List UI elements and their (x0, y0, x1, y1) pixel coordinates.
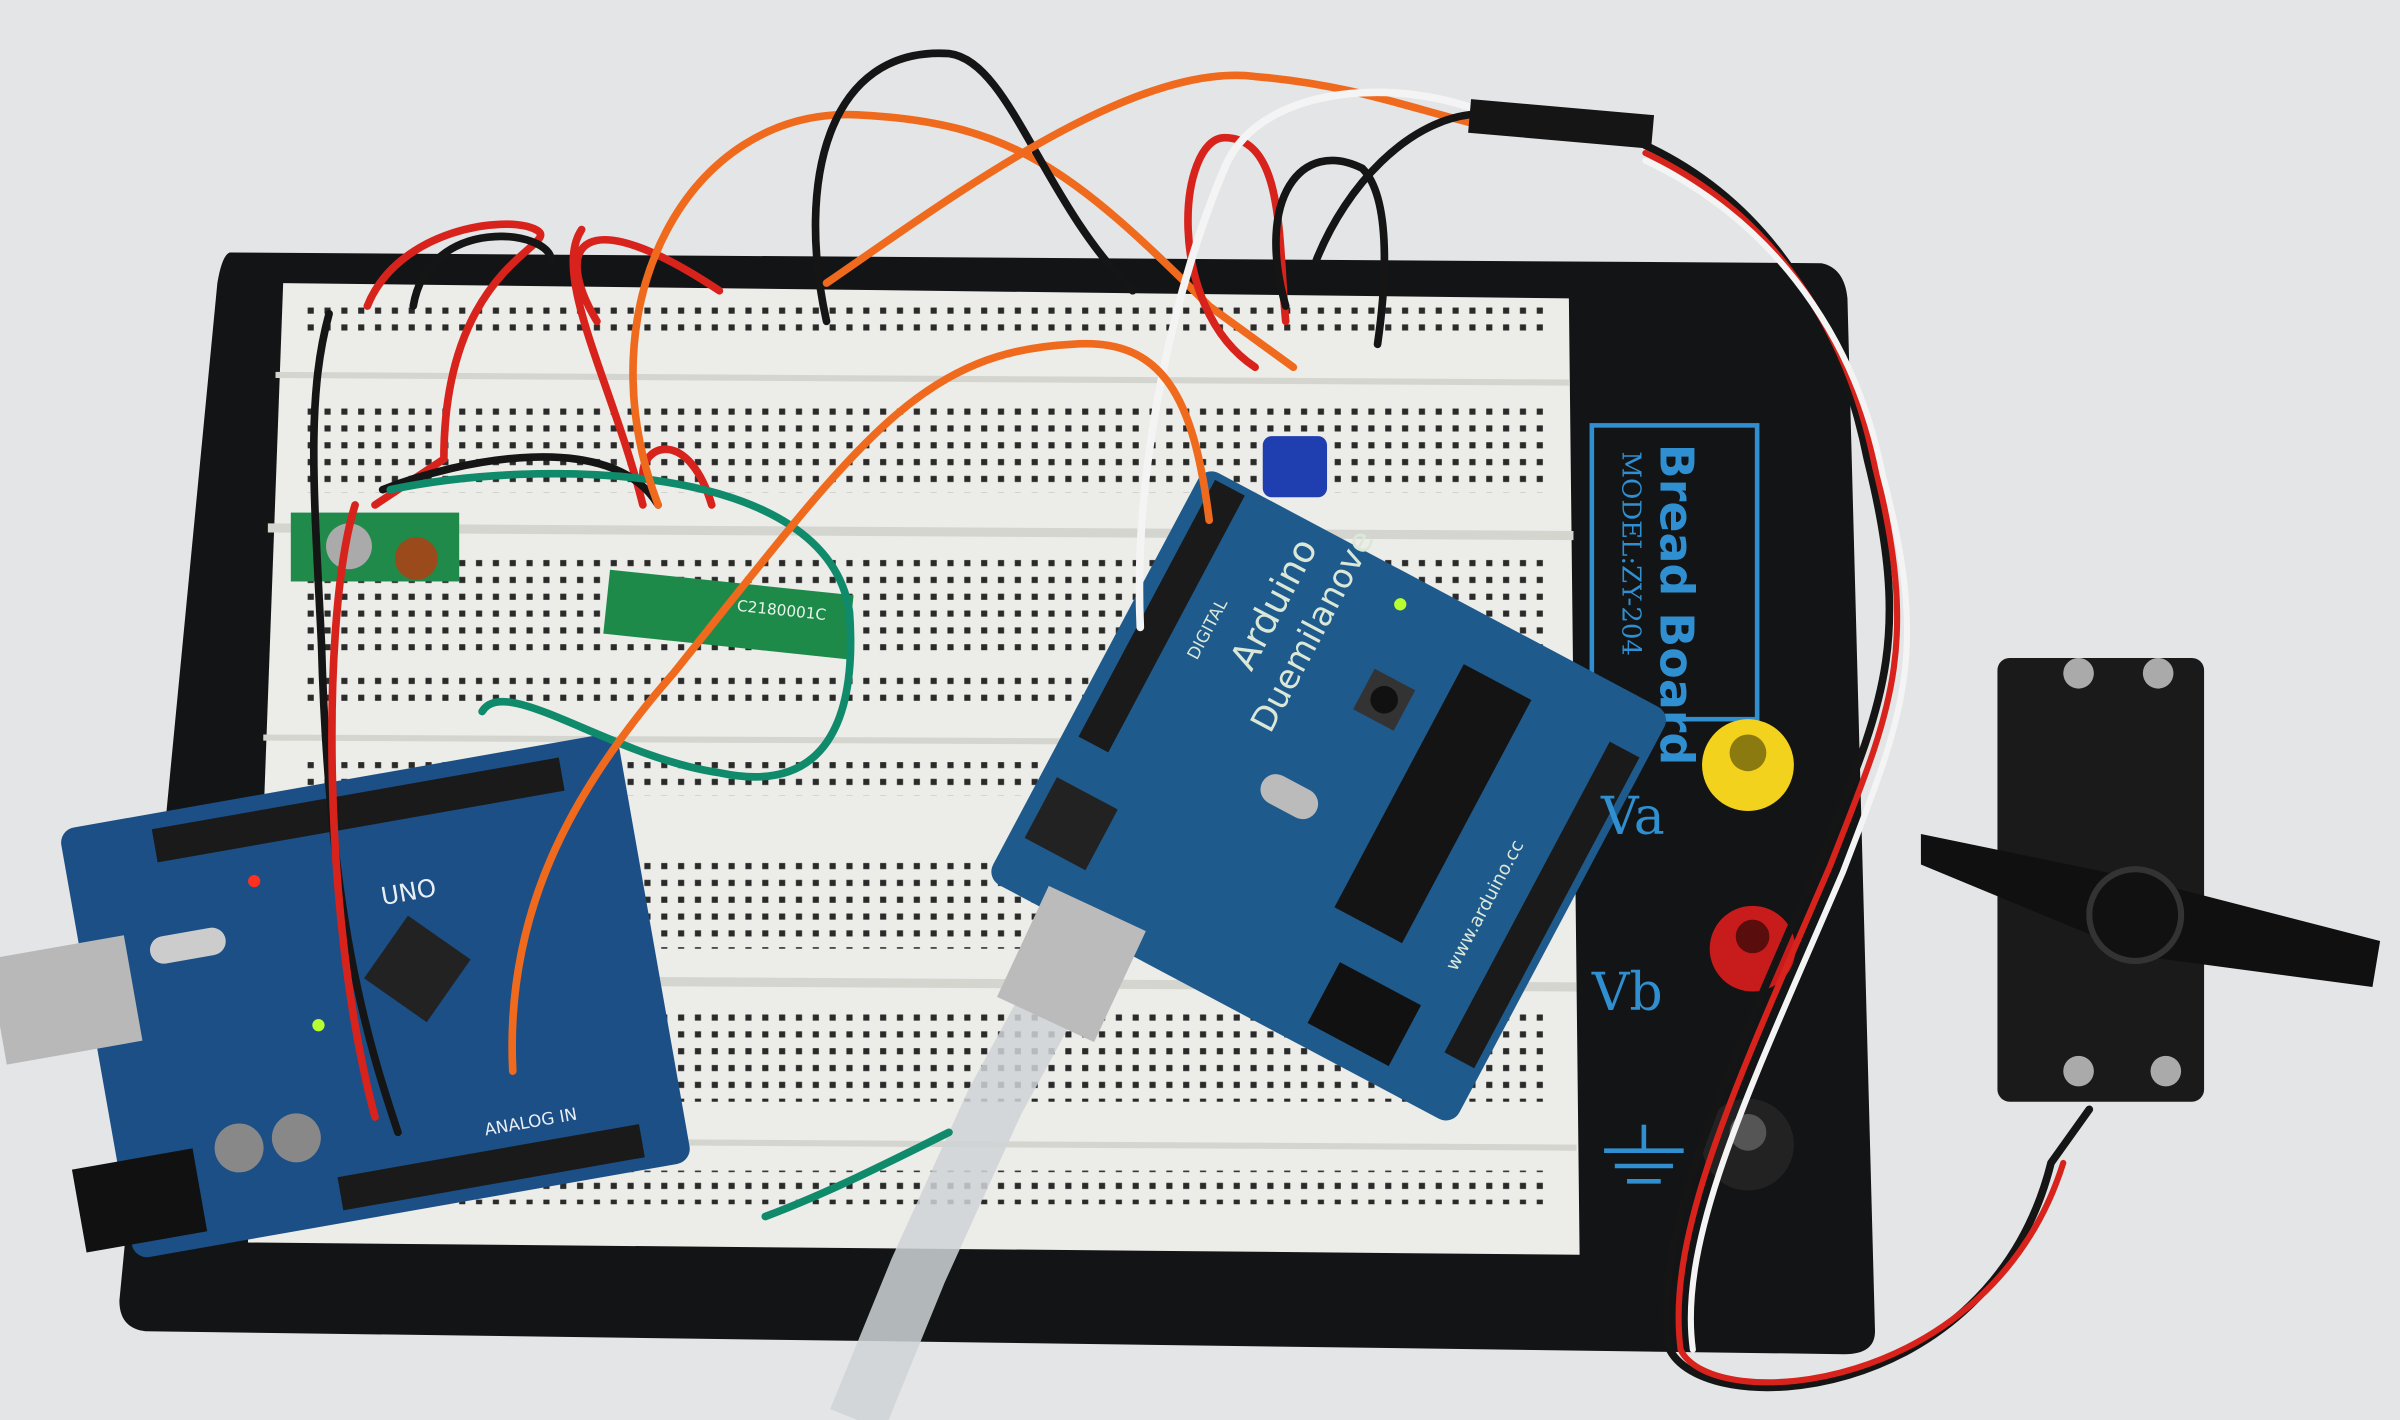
va-label: Va (1600, 787, 1665, 847)
rf-receiver-module: C2180001C (603, 569, 854, 660)
usb-cable (830, 919, 1113, 1420)
servo-motor (1920, 657, 2381, 1102)
vb-label: Vb (1591, 963, 1663, 1023)
brand-label-box (1589, 423, 1760, 722)
arduino-uno-board: UNO ANALOG IN (0, 734, 690, 1258)
servo-cable (1468, 99, 2094, 1392)
model-label: MODEL:ZY-204 (1615, 451, 1645, 656)
terminal-va[interactable] (1702, 719, 1794, 811)
jumper-wires (309, 49, 1474, 1221)
potentiometer[interactable] (1262, 436, 1328, 498)
ground-symbol-icon (1604, 1124, 1684, 1184)
arduino-duemilanove-board: Arduino Duemilanove DIGITAL www.arduino.… (991, 471, 1667, 1121)
